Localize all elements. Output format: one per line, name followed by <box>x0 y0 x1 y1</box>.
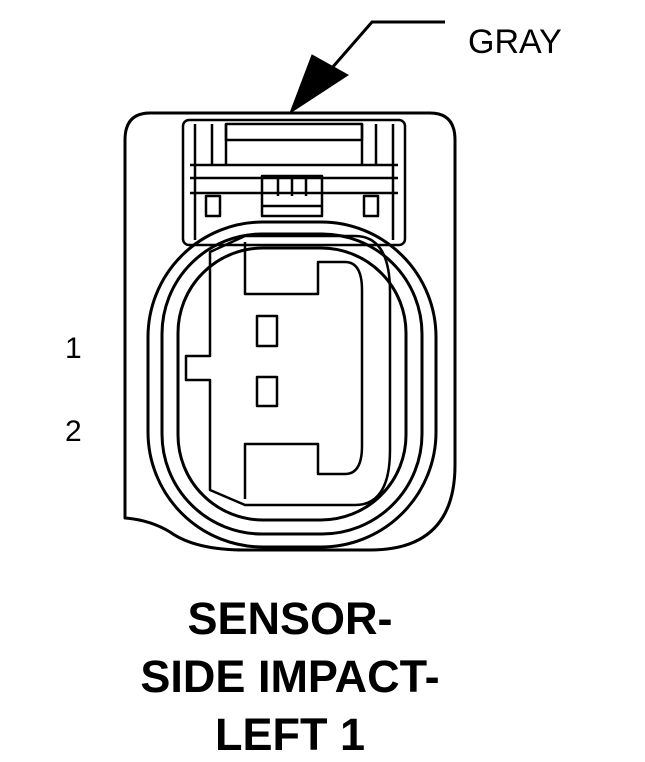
lock-foot-right <box>362 194 380 218</box>
lock-outer-frame <box>181 118 407 247</box>
leader-arrowhead <box>288 54 349 115</box>
pin-cavity-1 <box>255 314 279 348</box>
connector-title: SENSOR- SIDE IMPACT- LEFT 1 <box>140 593 439 760</box>
seal-outer <box>146 220 438 549</box>
connector-body <box>123 111 457 552</box>
wire-color-label: GRAY <box>468 23 562 61</box>
terminal-insert <box>184 234 392 507</box>
title-line-2: SIDE IMPACT- <box>140 651 439 702</box>
pin-cavity-2 <box>255 375 279 408</box>
cavity-wall <box>176 246 408 522</box>
color-leader <box>288 20 445 115</box>
title-line-1: SENSOR- <box>187 593 392 644</box>
pin-label-2: 2 <box>65 415 82 448</box>
lock-top-bar <box>224 122 364 142</box>
leader-line <box>316 20 445 85</box>
cavity-notch-upper <box>243 242 364 296</box>
lock-foot-left <box>204 194 222 218</box>
seal-mid <box>160 232 424 536</box>
connector-outer-housing <box>123 111 457 552</box>
title-line-3: LEFT 1 <box>215 709 365 760</box>
cavity-notch-lower <box>243 442 364 499</box>
pin-label-1: 1 <box>65 332 82 365</box>
locking-tab <box>181 118 407 247</box>
